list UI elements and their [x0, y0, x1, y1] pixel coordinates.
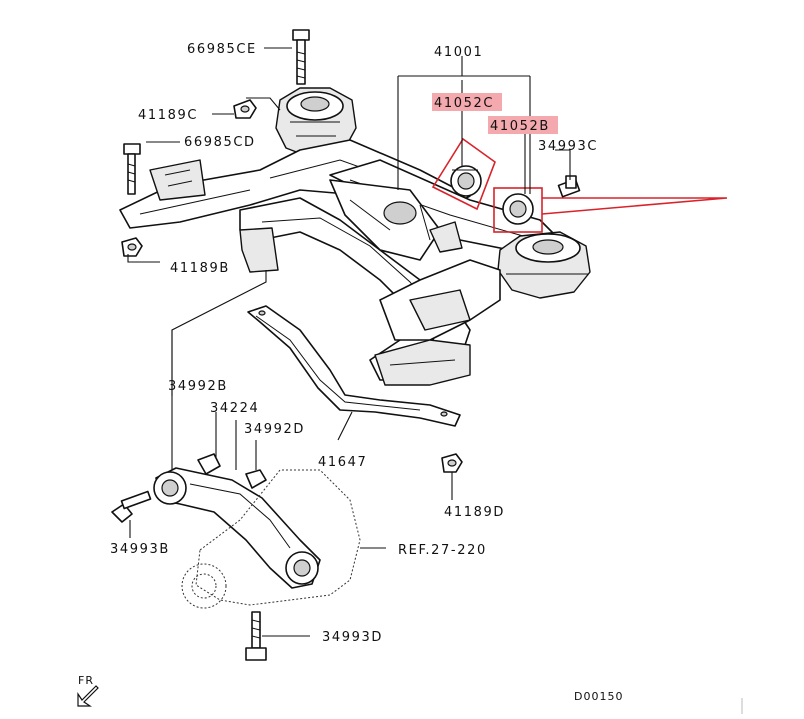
leader-lines [127, 47, 571, 637]
label-66985ce: 66985CE [187, 42, 257, 57]
svg-text:41189D: 41189D [444, 505, 505, 520]
svg-text:66985CE: 66985CE [187, 42, 257, 57]
bolt-34993b [111, 490, 152, 523]
label-34993b: 34993B [110, 542, 170, 557]
label-34992d: 34992D [244, 422, 305, 437]
figure-code: D00150 [574, 690, 623, 703]
differential-ref-outline [181, 469, 361, 609]
svg-text:REF.27-220: REF.27-220 [398, 543, 487, 558]
nut-41189b [121, 237, 143, 257]
front-direction-indicator: FR [77, 674, 99, 707]
nut-41189d [441, 453, 463, 473]
svg-text:34224: 34224 [210, 401, 259, 416]
svg-text:41001: 41001 [434, 45, 483, 60]
bolt-66985cd [123, 143, 141, 195]
label-34993c: 34993C [538, 139, 598, 154]
callout-frame-41052c [431, 137, 496, 211]
label-41189d: 41189D [444, 505, 505, 520]
nut-41189c [233, 99, 257, 119]
svg-text:41052B: 41052B [490, 119, 550, 134]
bushing-34992d [245, 469, 267, 489]
svg-text:FR: FR [78, 674, 94, 687]
label-41647: 41647 [318, 455, 367, 470]
svg-text:34993C: 34993C [538, 139, 598, 154]
label-41189b: 41189B [170, 261, 230, 276]
svg-text:41647: 41647 [318, 455, 367, 470]
label-ref-27-220: REF.27-220 [398, 543, 487, 558]
rear-subframe [119, 87, 591, 386]
label-41189c: 41189C [138, 108, 198, 123]
svg-text:D00150: D00150 [574, 690, 623, 703]
callout-frame-41052b [493, 187, 543, 233]
svg-text:34993B: 34993B [110, 542, 170, 557]
svg-text:66985CD: 66985CD [184, 135, 256, 150]
bushing-41052c [450, 165, 482, 197]
bushing-34992b [197, 453, 221, 475]
svg-text:34992D: 34992D [244, 422, 305, 437]
bolt-34993c [557, 175, 581, 198]
diff-member-34224 [153, 467, 321, 589]
svg-text:34992B: 34992B [168, 379, 228, 394]
label-41052c: 41052C [432, 93, 502, 111]
label-41052b: 41052B [488, 116, 558, 134]
bushing-41052b [502, 193, 534, 225]
bolt-66985ce [292, 29, 310, 85]
stabilizer-bar-41647 [247, 305, 461, 427]
front-arrow-icon [77, 685, 99, 707]
label-34224: 34224 [210, 401, 259, 416]
svg-text:41052C: 41052C [434, 96, 494, 111]
svg-text:41189C: 41189C [138, 108, 198, 123]
label-66985cd: 66985CD [184, 135, 256, 150]
bolt-34993d [245, 611, 267, 661]
svg-text:34993D: 34993D [322, 630, 383, 645]
label-34992b: 34992B [168, 379, 228, 394]
callout-arrow [541, 197, 728, 215]
label-34993d: 34993D [322, 630, 383, 645]
svg-text:41189B: 41189B [170, 261, 230, 276]
label-41001: 41001 [434, 45, 483, 60]
